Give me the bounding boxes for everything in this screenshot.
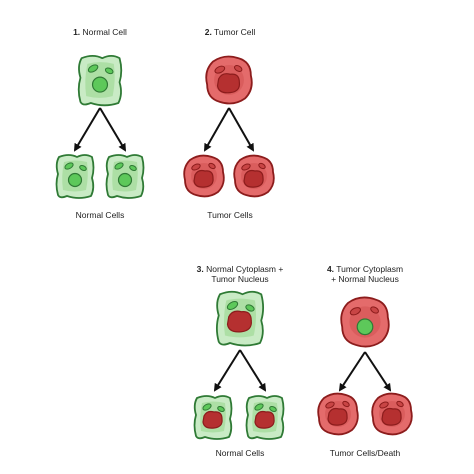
- panel-1-number: 1.: [73, 27, 81, 37]
- panel-2-title-text: Tumor Cell: [214, 27, 256, 37]
- panel-3-title-line-1: Normal Cytoplasm +: [206, 264, 284, 274]
- panel-4-arrow-right: [364, 351, 392, 392]
- panel-1-title: 1. Normal Cell: [60, 27, 140, 37]
- panel-4-result-label: Tumor Cells/Death: [329, 448, 401, 458]
- panel-2-daughter-cell-left: [183, 154, 225, 198]
- panel-3-title-line-2: Tumor Nucleus: [211, 274, 269, 284]
- panel-2-number: 2.: [204, 27, 212, 37]
- panel-4-title: 4. Tumor Cytoplasm + Normal Nucleus: [310, 264, 420, 284]
- panel-2-daughter-cell-right: [233, 154, 275, 198]
- panel-3-title: 3. Normal Cytoplasm + Tumor Nucleus: [185, 264, 295, 284]
- panel-3-parent-cell: [215, 290, 265, 347]
- panel-1-daughter-cell-left: [55, 154, 95, 199]
- panel-1-arrow-left: [73, 107, 101, 152]
- panel-1-daughter-cell-right: [105, 154, 145, 199]
- panel-4-title-line-1: Tumor Cytoplasm: [336, 264, 404, 274]
- panel-1-title-text: Normal Cell: [82, 27, 127, 37]
- panel-2-arrow-right: [228, 107, 254, 152]
- panel-4-parent-cell: [340, 296, 390, 348]
- panel-4-number: 4.: [326, 264, 335, 274]
- panel-2-title: 2. Tumor Cell: [190, 27, 270, 37]
- panel-4-daughter-cell-left: [317, 392, 359, 436]
- panel-3-result-label: Normal Cells: [215, 448, 265, 458]
- panel-4-daughter-cell-right: [371, 392, 413, 436]
- panel-3-daughter-cell-left: [193, 395, 233, 440]
- panel-1-result-label: Normal Cells: [75, 210, 125, 220]
- panel-2-parent-cell: [205, 55, 253, 105]
- panel-3-number: 3.: [196, 264, 204, 274]
- panel-2-arrow-left: [204, 107, 230, 152]
- panel-2-result-label: Tumor Cells: [207, 210, 253, 220]
- panel-1-arrow-right: [99, 107, 127, 152]
- panel-3-arrow-right: [239, 349, 267, 392]
- panel-1-parent-cell: [77, 54, 123, 107]
- panel-4-title-line-2: + Normal Nucleus: [331, 274, 399, 284]
- panel-4-arrow-left: [338, 351, 366, 392]
- panel-3-daughter-cell-right: [245, 395, 285, 440]
- panel-3-arrow-left: [213, 349, 241, 392]
